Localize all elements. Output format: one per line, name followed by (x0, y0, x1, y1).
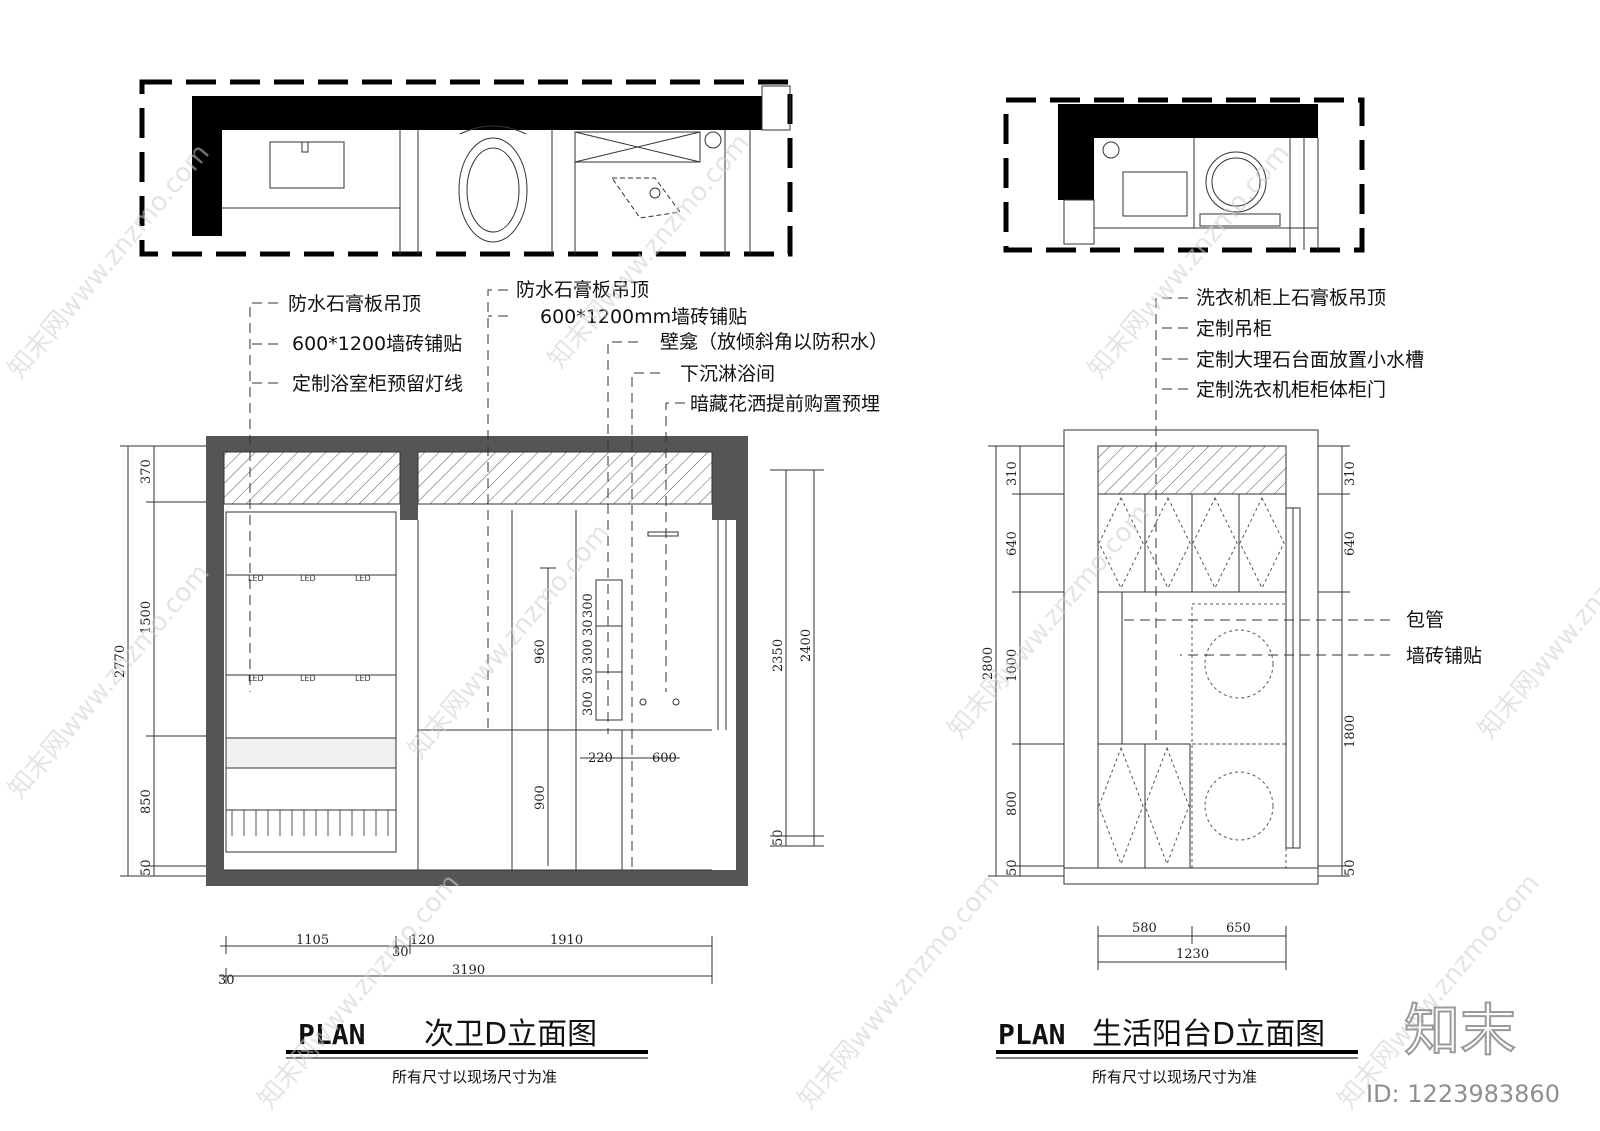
dimension: 580 (1132, 921, 1157, 936)
dimension: 900 (533, 785, 548, 810)
annotation: 定制洗衣机柜柜体柜门 (1196, 379, 1386, 401)
watermark-text: 知末网www.znzmo.com (1472, 498, 1600, 744)
dimension: 800 (1005, 791, 1020, 816)
dimension: 120 (410, 933, 435, 948)
dimension: 850 (139, 789, 154, 814)
watermark-text: 知末网www.znzmo.com (792, 868, 1005, 1114)
annotation: 定制浴室柜预留灯线 (292, 373, 463, 395)
annotation: 洗衣机柜上石膏板吊顶 (1196, 286, 1386, 309)
dimension: 300 (581, 639, 596, 664)
annotation: 定制大理石台面放置小水槽 (1196, 349, 1424, 371)
note: 所有尺寸以现场尺寸为准 (392, 1068, 557, 1086)
dimension: 2350 (771, 639, 786, 672)
led-label: LED (300, 574, 316, 583)
dimension: 310 (1343, 461, 1358, 486)
dimension: 30 (581, 667, 596, 684)
dimension: 640 (1343, 531, 1358, 556)
title-prefix: PLAN (298, 1018, 365, 1051)
dimension: 1000 (1005, 649, 1020, 682)
led-label: LED (355, 674, 371, 683)
watermark-text: 知末网www.znzmo.com (1332, 868, 1545, 1114)
elevation-title: 次卫D立面图 (424, 1017, 597, 1052)
dimension: 300 (581, 691, 596, 716)
dimension: 220 (588, 751, 613, 766)
right-elevation: 洗衣机柜上石膏板吊顶 定制吊柜 定制大理石台面放置小水槽 定制洗衣机柜柜体柜门 … (981, 286, 1482, 1086)
dimension: 1910 (550, 933, 583, 948)
annotation: 防水石膏板吊顶 (288, 292, 421, 315)
dimension: 960 (533, 639, 548, 664)
logo-text: 知末 (1404, 999, 1516, 1064)
dimension: 650 (1226, 921, 1251, 936)
annotation: 防水石膏板吊顶 (516, 278, 649, 301)
left-elevation: LED LED LED LED LED LED 防水石膏板吊顶 600 (113, 278, 888, 1086)
brand-logo: 知末 ID: 1223983860 (1366, 998, 1560, 1108)
annotation: 600*1200mm墙砖铺贴 (540, 306, 747, 328)
annotation: 600*1200墙砖铺贴 (292, 333, 462, 355)
dimension: 2800 (981, 647, 996, 680)
dimension: 640 (1005, 531, 1020, 556)
dimension: 50 (1343, 859, 1358, 876)
annotation: 包管 (1406, 609, 1444, 631)
watermark-text: 知末网www.znzmo.com (2, 138, 215, 384)
dimension: 2400 (799, 629, 814, 662)
dimension: 50 (771, 829, 786, 846)
dimension: 370 (139, 459, 154, 484)
annotation: 暗藏花洒提前购置预埋 (690, 393, 880, 415)
dimension: 310 (1005, 461, 1020, 486)
dimension: 30 (218, 973, 235, 988)
elevation-title: 生活阳台D立面图 (1092, 1017, 1325, 1052)
annotation: 下沉淋浴间 (680, 363, 775, 385)
dimension: 50 (139, 859, 154, 876)
left-top-plan (139, 79, 793, 257)
annotation: 定制吊柜 (1196, 318, 1272, 340)
dimension: 1800 (1343, 715, 1358, 748)
image-id: ID: 1223983860 (1366, 1080, 1560, 1108)
dimension: 30 (581, 619, 596, 636)
dimension: 3190 (452, 963, 485, 978)
dimension: 300 (581, 593, 596, 618)
watermark-text: 知末网www.znzmo.com (2, 558, 215, 804)
note: 所有尺寸以现场尺寸为准 (1092, 1068, 1257, 1086)
dimension: 1105 (296, 933, 329, 948)
watermark-text: 知末网www.znzmo.com (1082, 138, 1295, 384)
dimension: 600 (652, 751, 677, 766)
watermark-text: 知末网www.znzmo.com (942, 498, 1155, 744)
led-label: LED (248, 574, 264, 583)
annotation: 壁龛（放倾斜角以防积水） (660, 331, 888, 353)
dimension: 1500 (139, 601, 154, 634)
led-label: LED (300, 674, 316, 683)
dimension: 50 (1005, 859, 1020, 876)
right-top-plan (1003, 97, 1365, 253)
led-label: LED (248, 674, 264, 683)
dimension: 2770 (113, 645, 128, 678)
annotation: 墙砖铺贴 (1406, 645, 1482, 667)
dimension: 30 (392, 945, 409, 960)
dimension: 1230 (1176, 947, 1209, 962)
title-prefix: PLAN (998, 1018, 1065, 1051)
led-label: LED (355, 574, 371, 583)
